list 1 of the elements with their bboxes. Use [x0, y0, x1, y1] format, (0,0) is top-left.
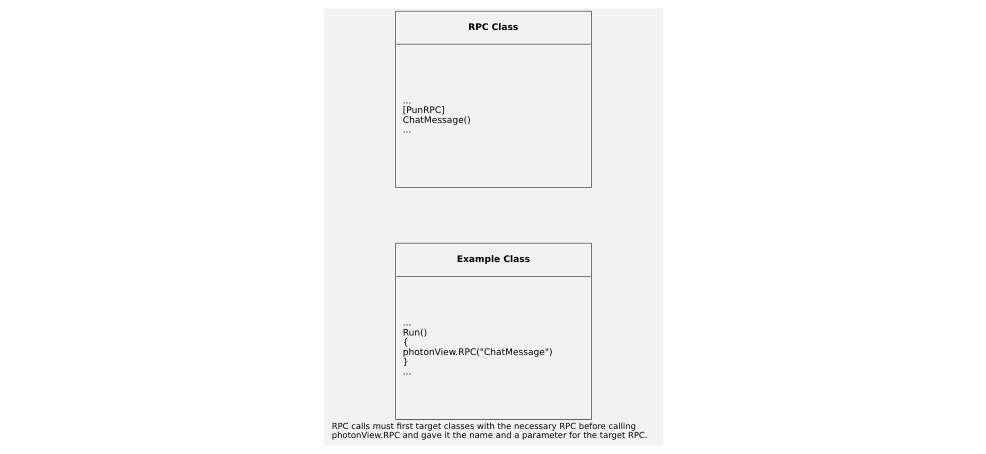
caption: RPC calls must first target classes with the necessary RPC before calling photonView.RPC and gave it the name and a parameter for the target RPC. [331, 420, 647, 440]
